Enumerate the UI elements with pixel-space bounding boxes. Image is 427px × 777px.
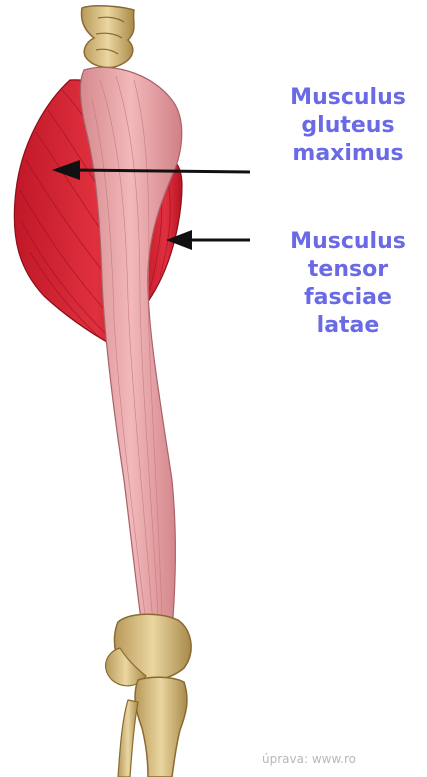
sacrum-bone <box>82 6 135 68</box>
iliotibial-band <box>80 67 181 692</box>
arrow-tensor <box>166 230 250 250</box>
label-line: maximus <box>268 140 427 168</box>
label-gluteus-maximus: Musculus gluteus maximus <box>268 84 427 168</box>
label-tensor-fasciae-latae: Musculus tensor fasciae latae <box>268 228 427 340</box>
credit-text: úprava: www.ro <box>262 752 427 766</box>
label-line: gluteus <box>268 112 427 140</box>
label-line: Musculus <box>268 228 427 256</box>
label-line: Musculus <box>268 84 427 112</box>
label-line: tensor <box>268 256 427 284</box>
label-line: fasciae <box>268 284 427 312</box>
label-line: latae <box>268 312 427 340</box>
knee-bones <box>106 614 192 777</box>
